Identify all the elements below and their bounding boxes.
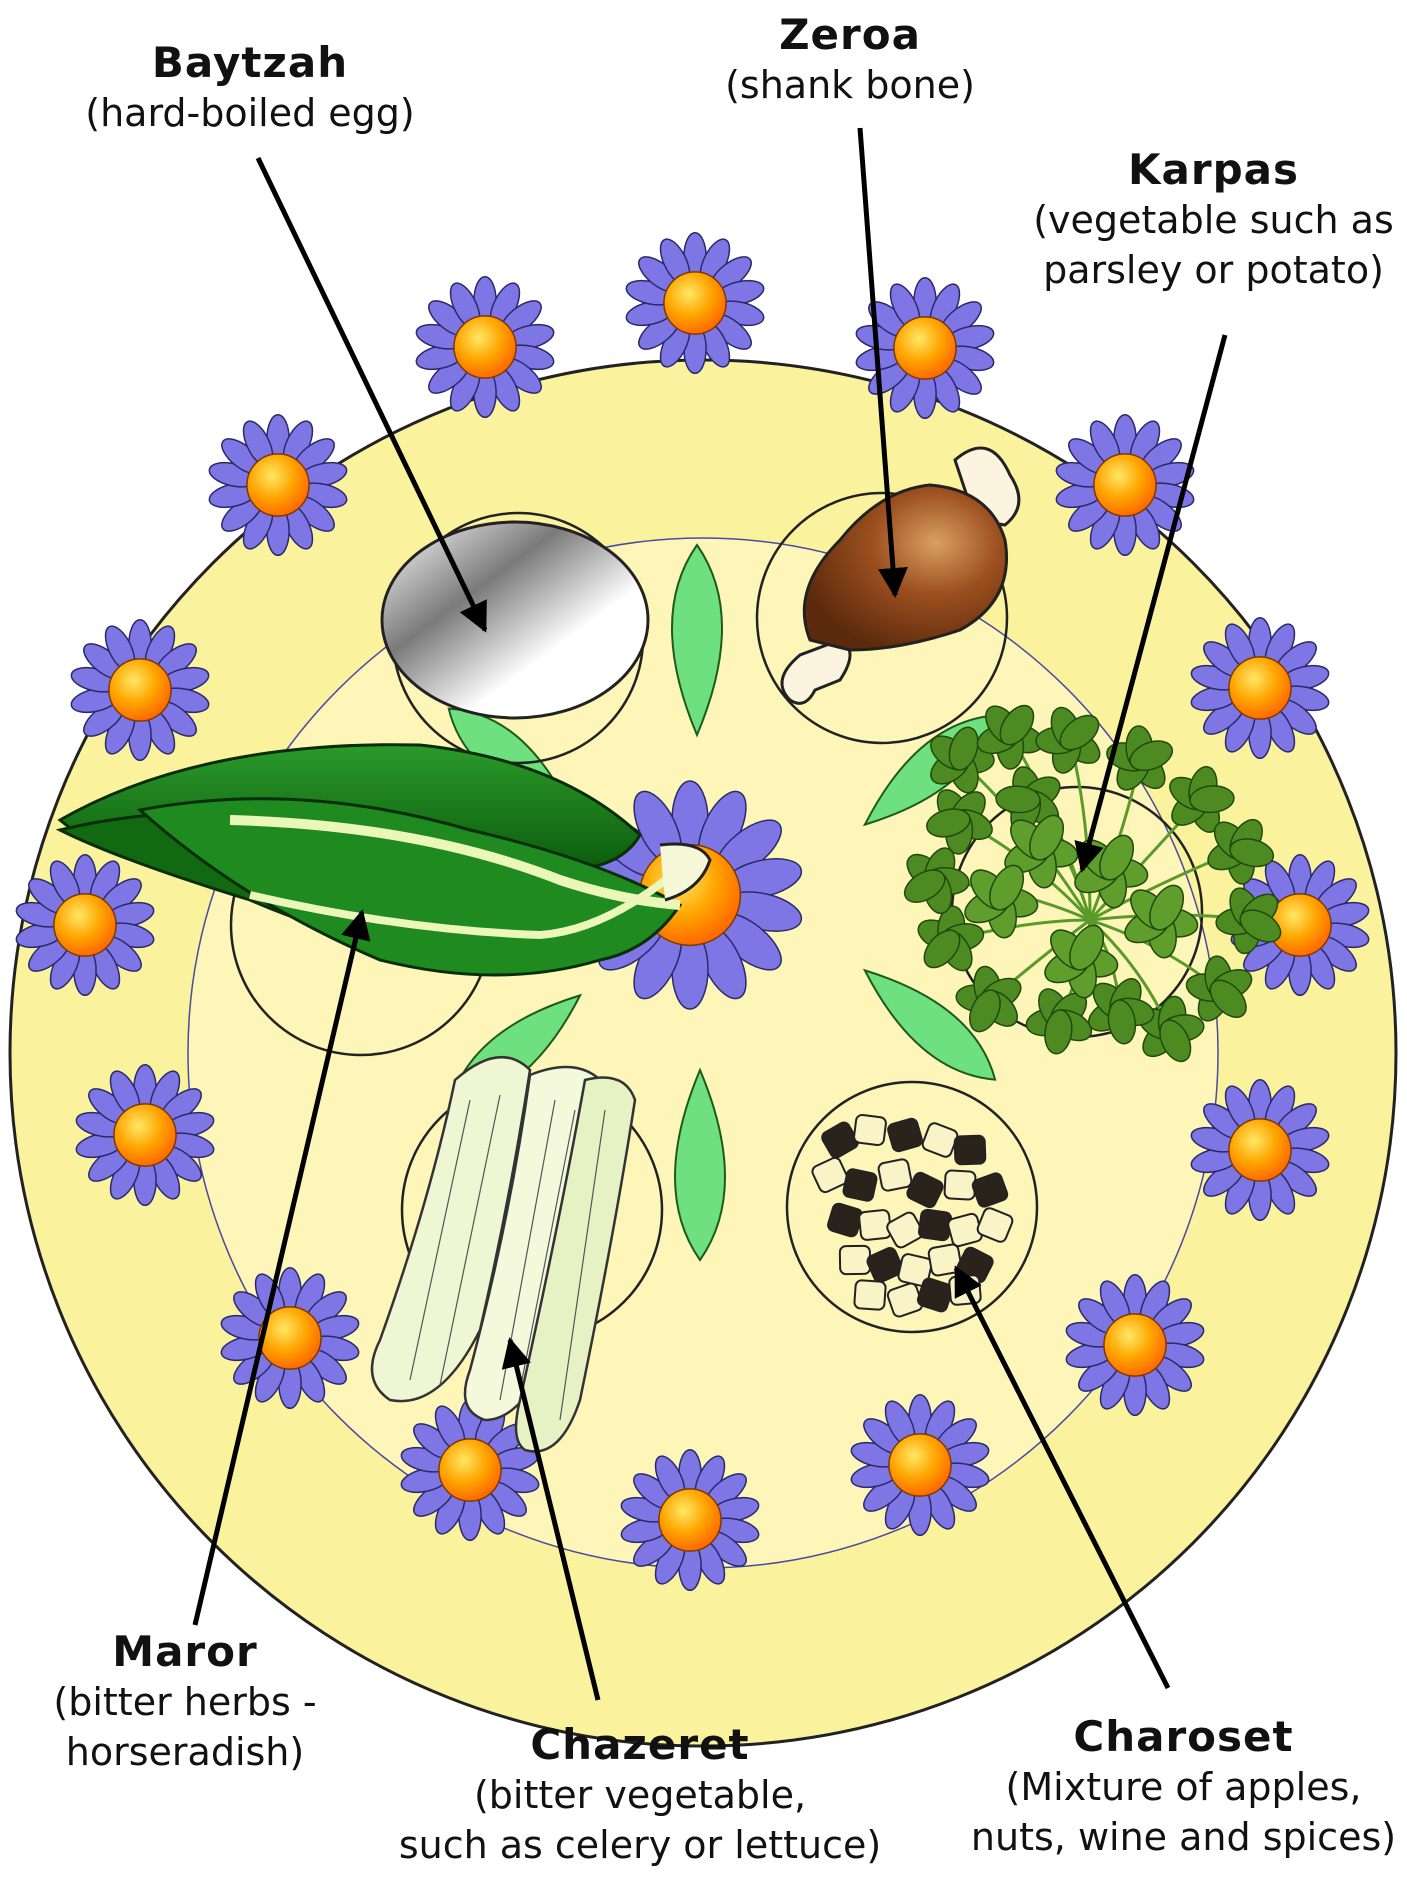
label-maror-line-2: horseradish) [20,1727,350,1777]
label-maror-line-1: (bitter herbs - [20,1677,350,1727]
label-zeroa-title: Zeroa [680,10,1020,60]
label-chazeret-title: Chazeret [395,1720,885,1770]
rim-flower-2 [624,233,766,374]
label-charoset-line-1: (Mixture of apples, [960,1762,1407,1812]
label-zeroa-line-1: (shank bone) [680,60,1020,110]
label-karpas-line-2: parsley or potato) [1020,245,1407,295]
label-charoset-title: Charoset [960,1712,1407,1762]
label-baytzah-title: Baytzah [50,38,450,88]
label-maror: Maror (bitter herbs - horseradish) [20,1627,350,1777]
label-zeroa: Zeroa (shank bone) [680,10,1020,110]
label-baytzah-line-1: (hard-boiled egg) [50,88,450,138]
egg-icon [382,522,648,718]
label-charoset: Charoset (Mixture of apples, nuts, wine … [960,1712,1407,1862]
label-maror-title: Maror [20,1627,350,1677]
label-chazeret-line-2: such as celery or lettuce) [395,1820,885,1870]
label-karpas: Karpas (vegetable such as parsley or pot… [1020,145,1407,295]
label-charoset-line-2: nuts, wine and spices) [960,1812,1407,1862]
label-karpas-title: Karpas [1020,145,1407,195]
label-karpas-line-1: (vegetable such as [1020,195,1407,245]
label-baytzah: Baytzah (hard-boiled egg) [50,38,450,138]
label-chazeret: Chazeret (bitter vegetable, such as cele… [395,1720,885,1870]
label-chazeret-line-1: (bitter vegetable, [395,1770,885,1820]
